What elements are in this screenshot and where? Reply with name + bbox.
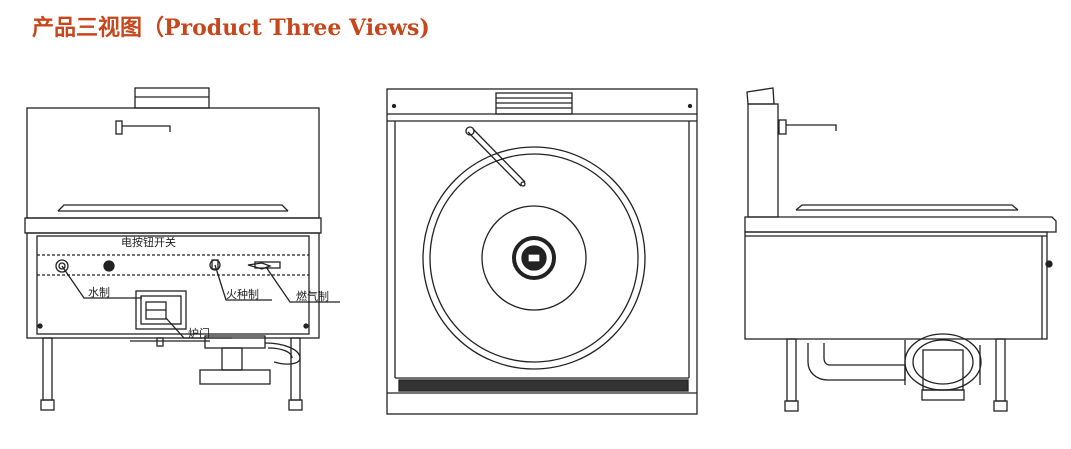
top-view [386,88,698,415]
label-water: 水制 [88,286,110,299]
label-switch: 电按钮开关 [121,235,176,249]
label-pilot: 火种制 [226,287,259,301]
front-view [24,87,340,411]
page-title: 产品三视图（Product Three Views) [32,15,430,41]
label-gas: 燃气制 [296,289,329,303]
label-door: 炉门 [188,326,210,340]
side-view [744,87,1057,412]
